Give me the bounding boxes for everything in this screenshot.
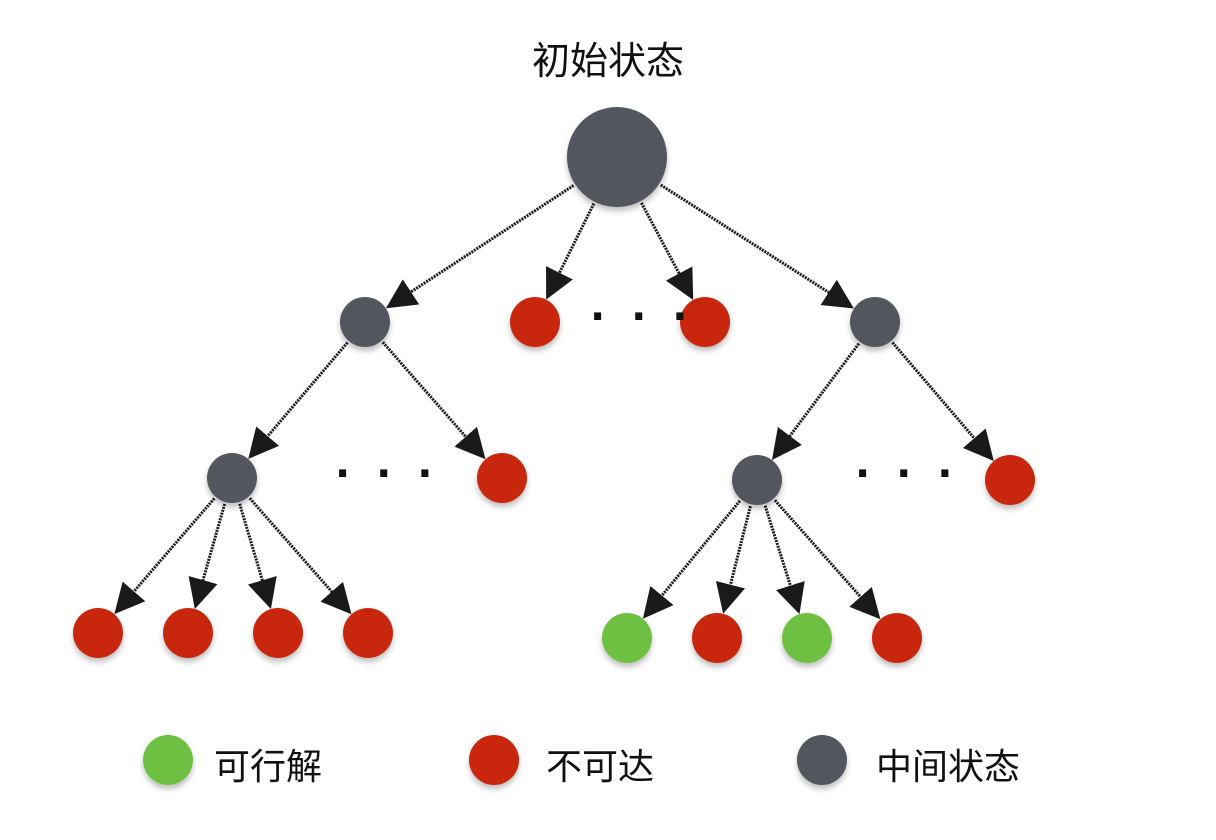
level1-node-3	[850, 297, 900, 347]
legend-marker-feasible	[143, 735, 193, 785]
level3-right-node-0	[602, 613, 652, 663]
edges	[114, 183, 994, 620]
level3-left-node-1	[163, 608, 213, 658]
level3-right-node-2	[782, 613, 832, 663]
level2-node-3	[985, 455, 1035, 505]
edge-root-to-l1-2	[640, 202, 694, 300]
root-title: 初始状态	[531, 39, 684, 83]
edge-l2-0-to-l3-1	[188, 503, 227, 609]
ellipsis-level2-left: · · ·	[335, 451, 438, 497]
edge-l2-0-to-l3-2	[238, 503, 277, 610]
level1-node-2	[680, 297, 730, 347]
legend-marker-unreachable	[469, 735, 519, 785]
level1-node-0	[340, 297, 390, 347]
edge-l2-2-to-l3-3	[773, 499, 881, 620]
root-node	[567, 107, 667, 207]
legend-label-intermediate: 中间状态	[876, 747, 1021, 788]
edge-l1-0-to-l2-1	[381, 341, 486, 460]
edge-l2-2-to-l3-0	[642, 499, 742, 619]
level2-node-1	[477, 453, 527, 503]
ellipsis-level2-right: · · ·	[855, 451, 958, 497]
legend-label-feasible: 可行解	[214, 747, 323, 788]
level3-left-node-2	[253, 608, 303, 658]
edge-l1-3-to-l2-2	[771, 342, 861, 460]
edge-l2-0-to-l3-3	[248, 497, 352, 615]
ellipsis-level1: · · ·	[590, 294, 693, 340]
level1-node-1	[510, 297, 560, 347]
edge-l1-0-to-l2-0	[248, 341, 349, 459]
edge-root-to-l1-3	[659, 183, 854, 309]
nodes	[73, 107, 1035, 663]
ellipsis-markers: · · · · · · · · ·	[335, 294, 958, 497]
legend-marker-intermediate	[797, 735, 847, 785]
edge-l2-0-to-l3-0	[114, 497, 216, 615]
level3-left-node-0	[73, 608, 123, 658]
legend-markers	[143, 735, 847, 785]
level3-left-node-3	[343, 608, 393, 658]
level3-right-node-3	[872, 613, 922, 663]
edge-l1-3-to-l2-3	[891, 341, 994, 461]
legend-label-unreachable: 不可达	[546, 747, 655, 788]
edge-root-to-l1-0	[385, 184, 575, 309]
level2-node-0	[207, 453, 257, 503]
edge-l2-2-to-l3-1	[715, 505, 752, 614]
level2-node-2	[732, 455, 782, 505]
level3-right-node-1	[692, 613, 742, 663]
edge-root-to-l1-1	[546, 202, 596, 300]
